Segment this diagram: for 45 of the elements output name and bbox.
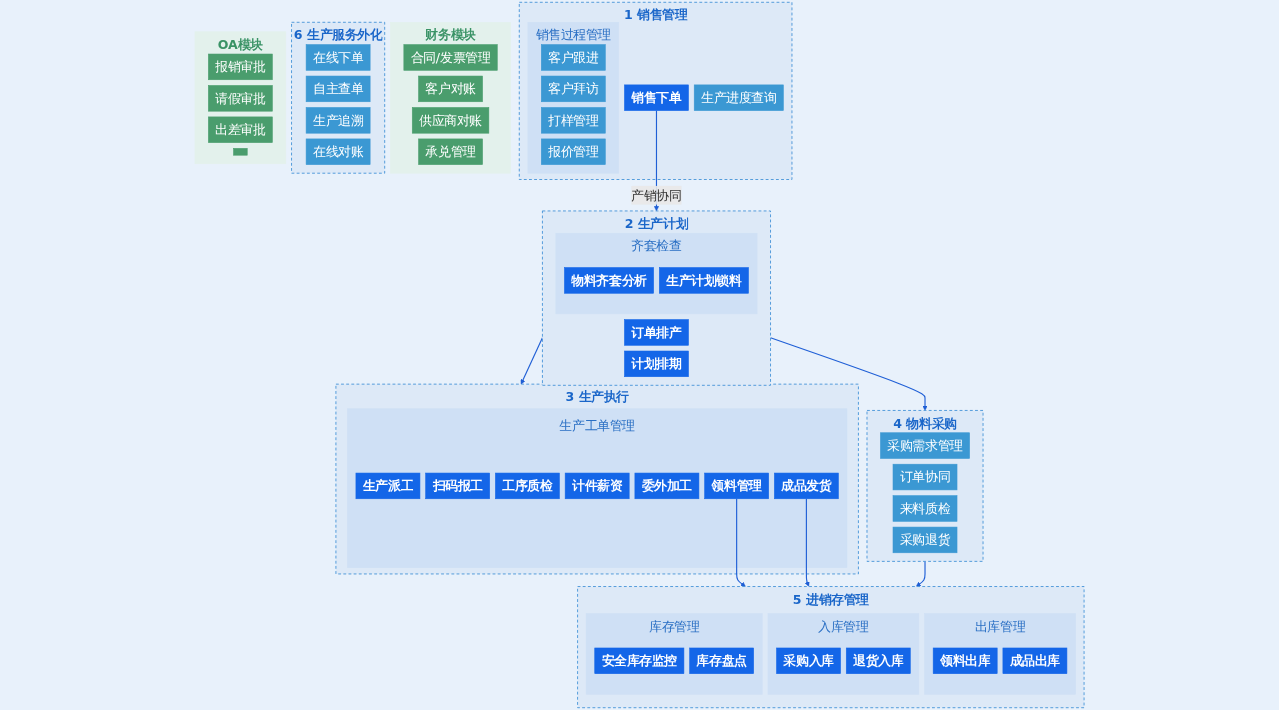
node-box: 来料质检 bbox=[892, 495, 958, 522]
node-box: 领料出库 bbox=[932, 647, 998, 674]
node-box: 采购入库 bbox=[776, 647, 841, 674]
node-box bbox=[233, 148, 248, 156]
node-box: 请假审批 bbox=[208, 85, 273, 112]
node-box: 成品发货 bbox=[774, 472, 839, 500]
node-box: 在线对账 bbox=[305, 138, 371, 165]
node-box: 采购退货 bbox=[892, 526, 958, 554]
arrow bbox=[520, 337, 543, 385]
edge-label: 产销协同 bbox=[631, 188, 682, 203]
node-box: 生产追溯 bbox=[305, 107, 371, 134]
node-box: 生产派工 bbox=[355, 472, 421, 500]
node-box: 出差审批 bbox=[208, 116, 273, 143]
node-box: 销售下单 bbox=[624, 84, 689, 111]
node-box: 库存盘点 bbox=[689, 647, 754, 674]
node-box: 在线下单 bbox=[305, 44, 371, 71]
node-box: 订单排产 bbox=[624, 319, 689, 346]
node-box: 计件薪资 bbox=[564, 472, 630, 500]
node-box: 计划排期 bbox=[624, 350, 689, 377]
node-box: 打样管理 bbox=[541, 107, 606, 134]
node-box: 客户拜访 bbox=[541, 75, 606, 103]
node-box: 生产进度查询 bbox=[693, 84, 784, 111]
node-box: 报价管理 bbox=[541, 138, 606, 165]
node-box: 客户对账 bbox=[418, 75, 483, 103]
node-box: 客户跟进 bbox=[541, 44, 606, 71]
node-box: 报销审批 bbox=[208, 53, 273, 81]
node-box: 订单协同 bbox=[892, 463, 958, 491]
node-box: 承兑管理 bbox=[418, 138, 483, 165]
arrow bbox=[769, 337, 928, 411]
node-box: 委外加工 bbox=[634, 472, 700, 500]
node-box: 扫码报工 bbox=[425, 472, 490, 500]
node-box: 退货入库 bbox=[846, 647, 911, 674]
node-box: 物料齐套分析 bbox=[564, 267, 654, 294]
node-box: 领料管理 bbox=[704, 472, 769, 500]
node-box: 采购需求管理 bbox=[880, 432, 970, 459]
node-box: 供应商对账 bbox=[411, 107, 490, 134]
node-box: 工序质检 bbox=[495, 472, 560, 500]
node-box: 自主查单 bbox=[305, 75, 371, 103]
arrow bbox=[915, 560, 926, 587]
arrow bbox=[804, 498, 810, 587]
node-box: 安全库存监控 bbox=[594, 647, 685, 674]
arrow bbox=[736, 498, 746, 587]
node-box: 合同/发票管理 bbox=[403, 44, 498, 71]
node-box: 生产计划锁料 bbox=[659, 267, 749, 294]
node-box: 成品出库 bbox=[1002, 647, 1068, 674]
